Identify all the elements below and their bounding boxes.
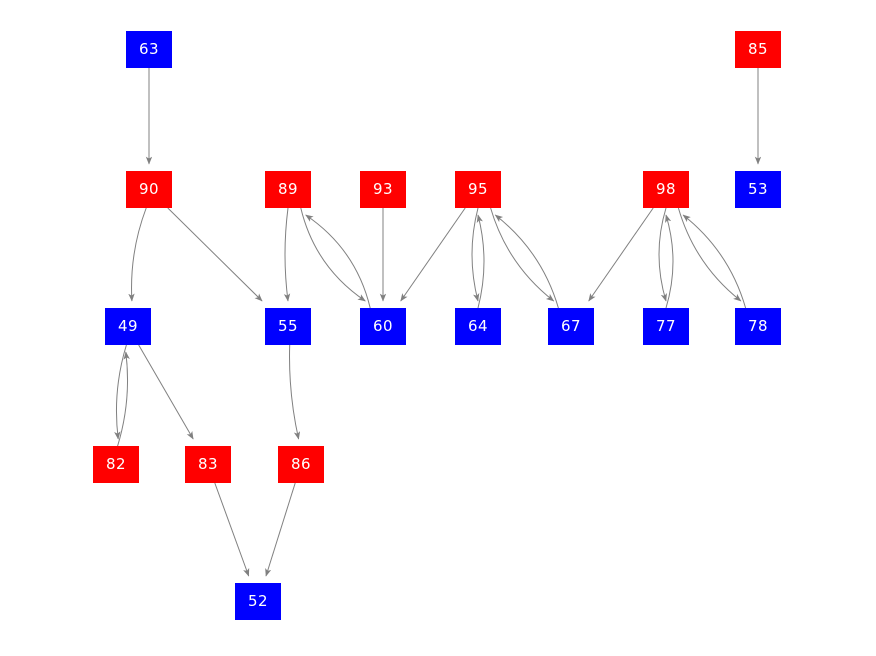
graph-node-77[interactable]: 77 — [643, 308, 689, 345]
graph-node-89[interactable]: 89 — [265, 171, 311, 208]
graph-node-64[interactable]: 64 — [455, 308, 501, 345]
graph-node-55[interactable]: 55 — [265, 308, 311, 345]
node-label: 95 — [467, 180, 489, 198]
graph-edge-90-to-55 — [167, 207, 263, 302]
graph-edge-90-to-49 — [128, 207, 147, 302]
graph-node-83[interactable]: 83 — [185, 446, 231, 483]
graph-node-67[interactable]: 67 — [548, 308, 594, 345]
node-label: 90 — [138, 180, 160, 198]
node-label: 55 — [277, 317, 299, 335]
node-label: 98 — [655, 180, 677, 198]
graph-edge-77-to-98 — [665, 214, 674, 309]
node-label: 93 — [372, 180, 394, 198]
graph-edge-89-to-55 — [283, 207, 291, 302]
graph-edge-95-to-67 — [490, 207, 555, 302]
node-label: 64 — [467, 317, 489, 335]
node-label: 67 — [560, 317, 582, 335]
graph-node-60[interactable]: 60 — [360, 308, 406, 345]
node-label: 89 — [277, 180, 299, 198]
graph-edge-49-to-83 — [138, 344, 194, 440]
graph-edge-67-to-95 — [494, 214, 559, 309]
graph-edge-82-to-49 — [117, 351, 130, 447]
node-label: 83 — [197, 455, 219, 473]
node-label: 60 — [372, 317, 394, 335]
graph-node-90[interactable]: 90 — [126, 171, 172, 208]
graph-node-63[interactable]: 63 — [126, 31, 172, 68]
graph-edge-60-to-89 — [305, 214, 371, 309]
node-label: 53 — [747, 180, 769, 198]
graph-node-82[interactable]: 82 — [93, 446, 139, 483]
graph-node-52[interactable]: 52 — [235, 583, 281, 620]
graph-node-49[interactable]: 49 — [105, 308, 151, 345]
graph-edge-83-to-52 — [214, 482, 250, 577]
graph-node-98[interactable]: 98 — [643, 171, 689, 208]
graph-edge-98-to-78 — [677, 207, 742, 302]
graph-edge-64-to-95 — [476, 214, 485, 309]
graph-edge-89-to-60 — [300, 207, 366, 302]
node-label: 49 — [117, 317, 139, 335]
graph-node-53[interactable]: 53 — [735, 171, 781, 208]
node-label: 52 — [247, 592, 269, 610]
graph-node-85[interactable]: 85 — [735, 31, 781, 68]
node-label: 63 — [138, 40, 160, 58]
node-label: 86 — [290, 455, 312, 473]
graph-edge-55-to-86 — [289, 344, 301, 440]
graph-node-95[interactable]: 95 — [455, 171, 501, 208]
graph-edge-78-to-98 — [682, 214, 747, 309]
node-label: 77 — [655, 317, 677, 335]
graph-edge-98-to-77 — [658, 207, 667, 302]
graph-edge-98-to-67 — [588, 207, 654, 302]
graph-edge-86-to-52 — [265, 482, 296, 577]
graph-node-93[interactable]: 93 — [360, 171, 406, 208]
graph-node-86[interactable]: 86 — [278, 446, 324, 483]
node-label: 82 — [105, 455, 127, 473]
graph-edge-95-to-64 — [471, 207, 480, 302]
graph-edge-49-to-82 — [114, 344, 127, 440]
graph-node-78[interactable]: 78 — [735, 308, 781, 345]
graph-edge-95-to-60 — [400, 207, 466, 302]
node-label: 78 — [747, 317, 769, 335]
node-label: 85 — [747, 40, 769, 58]
